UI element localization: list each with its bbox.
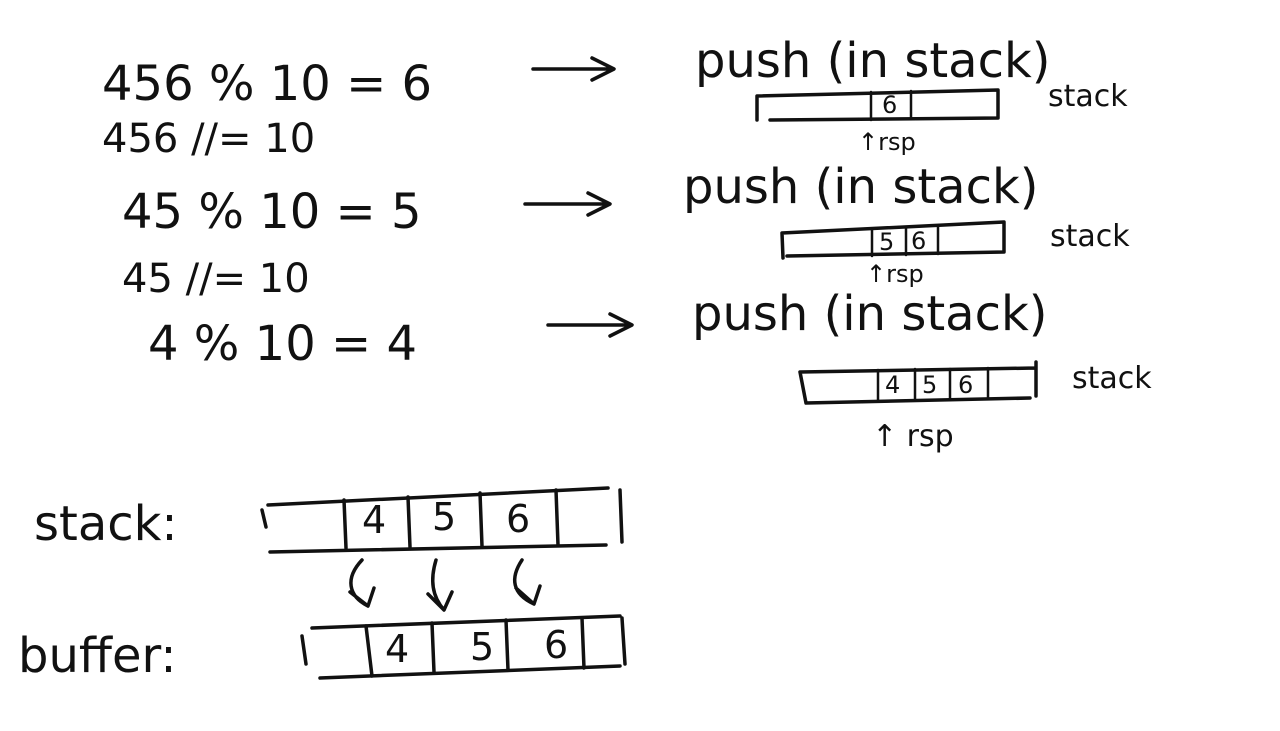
step-2-expression: 45 % 10 = 5 — [122, 184, 422, 240]
bottom-stack-cell-3: 6 — [506, 497, 530, 541]
bottom-stack-label: stack: — [34, 496, 178, 552]
step-3-rsp-pointer: ↑ rsp — [872, 419, 954, 454]
step-1-rsp-pointer: ↑rsp — [858, 128, 916, 156]
step-3-arrow — [546, 312, 634, 338]
step-2-rsp-pointer: ↑rsp — [866, 260, 924, 288]
step-2-cell-1: 5 — [879, 228, 894, 256]
step-2-stack-label: stack — [1050, 219, 1130, 254]
step-1-action: push (in stack) — [695, 33, 1050, 89]
division-1: 456 //= 10 — [102, 116, 315, 162]
bottom-buffer-cell-3: 6 — [544, 623, 568, 667]
step-2-action: push (in stack) — [683, 159, 1038, 215]
step-1-expression: 456 % 10 = 6 — [102, 56, 432, 112]
step-1: 456 % 10 = 6 push (in stack) 6 stack ↑rs… — [102, 33, 1128, 156]
step-3-action: push (in stack) — [692, 286, 1047, 342]
step-1-stack-diagram: 6 stack ↑rsp — [755, 79, 1128, 156]
step-3-cell-3: 6 — [958, 371, 973, 399]
step-3-expression: 4 % 10 = 4 — [148, 316, 417, 372]
bottom-stack-cell-2: 5 — [432, 495, 456, 539]
copy-arrow-2 — [426, 558, 454, 612]
copy-arrows — [348, 558, 542, 612]
bottom-stack: stack: 4 5 6 — [34, 486, 624, 554]
bottom-buffer-label: buffer: — [18, 628, 177, 684]
step-2-stack-diagram: 5 6 stack ↑rsp — [780, 219, 1130, 288]
step-3-stack-label: stack — [1072, 361, 1152, 396]
step-3-stack-diagram: 4 5 6 stack ↑ rsp — [798, 360, 1152, 454]
step-1-arrow — [531, 56, 616, 82]
bottom-buffer-cell-2: 5 — [470, 625, 494, 669]
step-2-arrow — [523, 191, 612, 217]
copy-arrow-3 — [512, 558, 542, 606]
step-3: 4 % 10 = 4 push (in stack) 4 5 6 stack ↑… — [148, 286, 1152, 454]
step-1-stack-label: stack — [1048, 79, 1128, 114]
step-3-cell-1: 4 — [885, 371, 900, 399]
step-3-cell-2: 5 — [922, 371, 937, 399]
bottom-buffer-cell-1: 4 — [385, 627, 409, 671]
step-1-cell-1: 6 — [882, 91, 897, 119]
step-2-cell-2: 6 — [911, 227, 926, 255]
step-2: 45 % 10 = 5 push (in stack) 5 6 stack ↑r… — [122, 159, 1130, 288]
bottom-stack-cell-1: 4 — [362, 498, 386, 542]
bottom-buffer: buffer: 4 5 6 — [18, 614, 627, 684]
division-2: 45 //= 10 — [122, 256, 310, 302]
copy-arrow-1 — [348, 558, 376, 608]
